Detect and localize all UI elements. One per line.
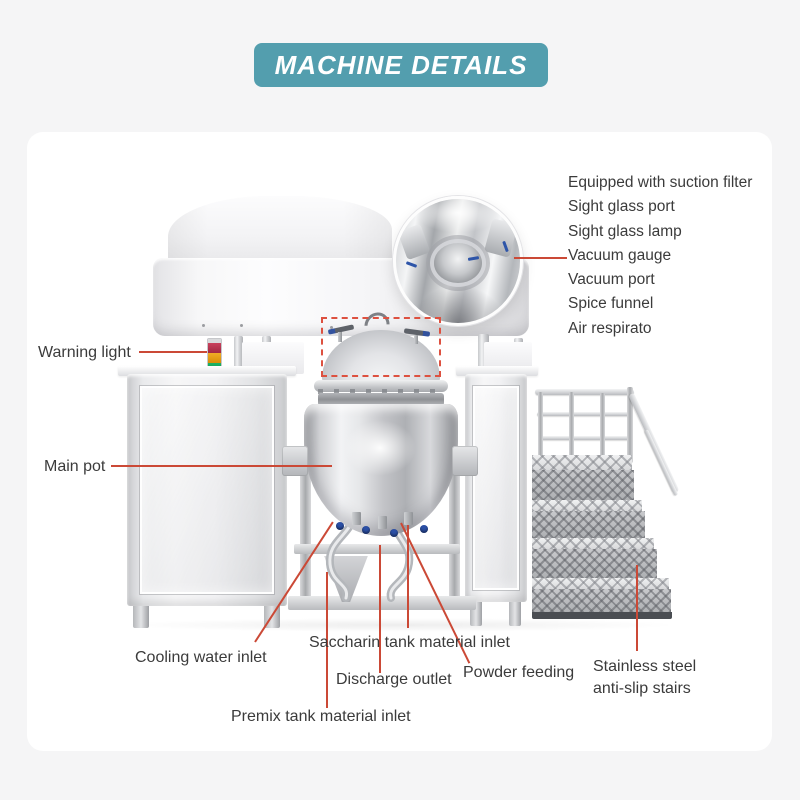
stair-tread <box>532 538 654 549</box>
label-stairs: Stainless steel anti-slip stairs <box>593 656 703 700</box>
leader-saccharin <box>407 525 409 628</box>
stair-tread <box>532 578 669 589</box>
label-suction-filter: Equipped with suction filter <box>568 174 753 191</box>
railing-post <box>600 393 605 459</box>
page-title: MACHINE DETAILS <box>274 49 528 80</box>
label-sight-glass-port: Sight glass port <box>568 198 675 216</box>
leader-premix <box>326 572 328 708</box>
cabinet-counter-right <box>456 366 538 376</box>
frame-base-beam <box>288 596 476 610</box>
inset-blue-handle <box>405 261 418 268</box>
label-stairs-line2: anti-slip stairs <box>593 680 691 697</box>
pot-highlight <box>344 420 416 476</box>
label-vacuum-gauge: Vacuum gauge <box>568 246 672 264</box>
right-cabinet <box>465 374 527 602</box>
railing-bar <box>539 436 632 440</box>
right-label-column: Equipped with suction filter Sight glass… <box>568 174 753 337</box>
leader-vacuum-gauge <box>514 257 567 259</box>
stair-riser <box>532 470 634 500</box>
label-powder-feeding: Powder feeding <box>463 664 575 681</box>
stair-base <box>532 612 672 619</box>
stair-riser <box>532 549 657 578</box>
leader-warning-light <box>139 351 207 353</box>
frame-post <box>300 466 311 606</box>
cabinet-foot <box>133 606 149 628</box>
valve-stem <box>414 335 418 344</box>
label-cooling-water-inlet: Cooling water inlet <box>135 649 267 666</box>
left-cabinet-panel <box>140 386 274 594</box>
valve-handle-blue <box>336 522 344 530</box>
label-air-respirato: Air respirato <box>568 319 652 337</box>
leader-stairs <box>636 565 638 651</box>
lid-zoom-inset <box>393 196 523 326</box>
stair-riser <box>532 589 671 612</box>
warning-light-cap <box>208 339 221 343</box>
stair-tread <box>532 455 632 470</box>
frame-beam <box>294 544 460 554</box>
railing-bar <box>537 412 632 416</box>
railing-bar <box>535 389 634 395</box>
railing-post <box>627 387 633 463</box>
label-warning-light: Warning light <box>38 344 131 361</box>
railing-post <box>569 392 574 460</box>
label-discharge-outlet: Discharge outlet <box>336 671 452 688</box>
bolt-dot <box>330 326 333 329</box>
stair-tread <box>532 500 642 511</box>
title-banner: MACHINE DETAILS <box>254 43 548 87</box>
cabinet-foot <box>509 602 521 626</box>
valve-handle-blue <box>362 526 370 534</box>
leader-discharge <box>379 545 381 673</box>
pot-neck-ring <box>318 393 444 406</box>
valve-stem <box>338 332 342 342</box>
valve-handle-blue <box>390 529 398 537</box>
bolt-dot <box>202 324 205 327</box>
warning-light-amber <box>208 353 221 363</box>
inset-center-hub <box>434 243 482 283</box>
frame-post <box>449 466 460 606</box>
bottom-nozzle <box>404 512 413 525</box>
inset-bottom-shadow <box>410 285 506 323</box>
cabinet-counter-left <box>118 366 296 376</box>
label-spice-funnel: Spice funnel <box>568 295 654 313</box>
label-vacuum-port: Vacuum port <box>568 271 655 289</box>
stair-riser <box>532 511 645 538</box>
bottom-nozzle <box>352 512 361 525</box>
top-tank-upper <box>168 196 392 264</box>
left-cabinet <box>127 374 287 606</box>
bottom-nozzle <box>378 516 387 529</box>
bolt-dot <box>240 324 243 327</box>
label-stairs-line1: Stainless steel <box>593 658 697 675</box>
label-premix-inlet: Premix tank material inlet <box>231 708 411 725</box>
label-main-pot: Main pot <box>44 458 106 475</box>
label-saccharin-inlet: Saccharin tank material inlet <box>309 634 510 651</box>
lid-clamps <box>318 389 444 394</box>
pot-trunnion-right <box>452 446 478 476</box>
floor-shadow <box>120 618 680 632</box>
right-cabinet-panel <box>473 386 519 590</box>
railing-post <box>538 392 543 462</box>
label-sight-glass-lamp: Sight glass lamp <box>568 222 682 240</box>
valve-handle-blue <box>420 525 428 533</box>
leader-main-pot <box>111 465 332 467</box>
zoom-source-dashed-box <box>321 317 441 377</box>
support-post <box>234 336 243 374</box>
inset-sheen <box>416 199 500 233</box>
support-post <box>478 334 489 376</box>
pot-trunnion-left <box>282 446 308 476</box>
warning-light-red <box>208 343 221 353</box>
